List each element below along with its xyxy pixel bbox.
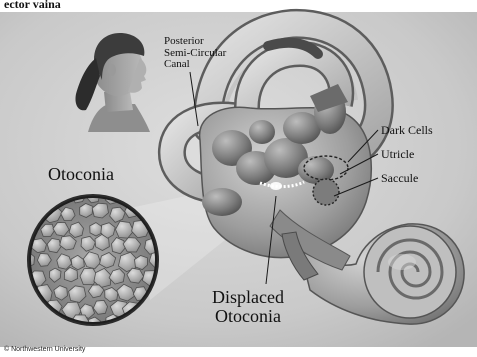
label-utricle: Utricle bbox=[381, 148, 414, 161]
label-dark-cells: Dark Cells bbox=[381, 124, 433, 137]
saccule-region bbox=[313, 179, 339, 205]
top-cut-text: ector vaina bbox=[4, 0, 61, 11]
label-displaced-otoconia: Displaced Otoconia bbox=[212, 288, 284, 326]
label-otoconia: Otoconia bbox=[48, 165, 114, 184]
credit-text: © Northwestern University bbox=[4, 346, 85, 353]
label-saccule: Saccule bbox=[381, 172, 418, 185]
label-posterior-semicircular-canal: Posterior Semi-Circular Canal bbox=[164, 36, 226, 71]
